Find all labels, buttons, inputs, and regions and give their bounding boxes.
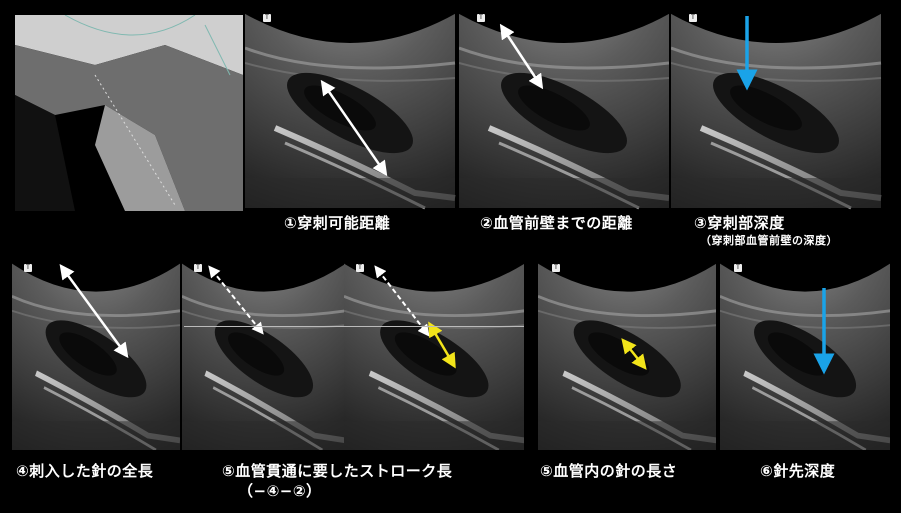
ultrasound-panel-1: T xyxy=(245,8,457,210)
caption-2: ②血管前壁までの距離 xyxy=(480,212,633,233)
caption-1: ①穿刺可能距離 xyxy=(284,212,390,233)
probe-marker-icon: T xyxy=(194,264,202,272)
probe-marker-icon: T xyxy=(734,264,742,272)
probe-marker-icon: T xyxy=(477,14,485,22)
ultrasound-panel-5a: T xyxy=(182,258,344,450)
ultrasound-panel-2: T xyxy=(459,8,669,210)
probe-marker-icon: T xyxy=(689,14,697,22)
ultrasound-panel-3: T xyxy=(671,8,889,210)
caption-5-sub: （−④−②） xyxy=(238,480,322,501)
probe-marker-icon: T xyxy=(24,264,32,272)
ultrasound-panel-4: T xyxy=(12,258,180,450)
ultrasound-panel-7: T xyxy=(720,258,890,450)
reference-line xyxy=(184,326,524,327)
caption-3-sub: （穿刺部血管前壁の深度） xyxy=(700,232,838,248)
caption-4: ④刺入した針の全長 xyxy=(16,460,153,481)
caption-6: ⑤血管内の針の長さ xyxy=(540,460,677,481)
probe-marker-icon: T xyxy=(263,14,271,22)
probe-marker-icon: T xyxy=(552,264,560,272)
ultrasound-panel-5b: T xyxy=(344,258,524,450)
caption-3: ③穿刺部深度 xyxy=(694,212,785,233)
probe-marker-icon: T xyxy=(356,264,364,272)
caption-5: ⑤血管貫通に要したストローク長 xyxy=(222,460,452,481)
caption-7: ⑥針先深度 xyxy=(760,460,835,481)
3d-view-panel xyxy=(15,15,243,211)
ultrasound-panel-6: T xyxy=(538,258,716,450)
